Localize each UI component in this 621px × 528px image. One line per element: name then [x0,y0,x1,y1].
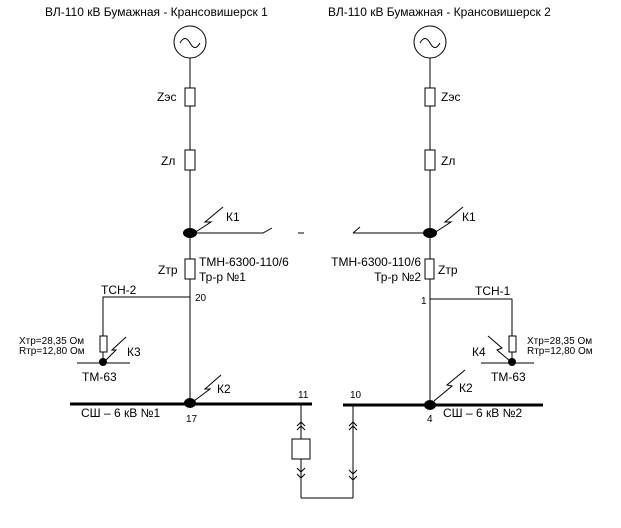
node-dot [184,398,196,408]
node-label: 1 [421,296,427,307]
node-label: 11 [298,390,309,401]
transformer-resistor [184,258,196,280]
bus-coupler [291,404,358,499]
node-label: 10 [350,390,362,401]
coupler-reactor [291,438,311,460]
generator-icon [413,25,447,59]
label-ztr: Zтр [438,263,458,277]
zes-resistor [184,87,196,107]
tsn-label: ТСН-1 [475,284,511,298]
node-label: 20 [195,293,207,304]
section-tie-line [190,226,430,234]
disconnector-icon [348,421,358,481]
transformer-number: Тр-р №1 [199,270,246,284]
fault-k1-icon [193,206,224,234]
tsn-resistor [508,335,517,353]
transformer-resistor [424,258,435,280]
xtr-label: Xтр=28,35 Ом [527,336,592,347]
fault-k3-icon [104,336,127,362]
transformer-number: Тр-р №2 [374,270,421,284]
title-line-1: ВЛ-110 кВ Бумажная - Кpансовишеpск 1 [45,5,268,19]
fault-k1-icon [433,206,464,234]
bus-label: СШ – 6 кВ №1 [81,406,160,420]
disconnector-icon [296,421,306,479]
fault-k4-icon [487,335,511,362]
node-dot [423,228,437,238]
label-k3: К3 [127,345,141,359]
tsn-label: ТСН-2 [101,283,137,297]
bus-label: СШ – 6 кВ №2 [443,406,522,420]
label-k1: К1 [226,210,240,224]
generator-icon [173,25,207,59]
zl-resistor [184,149,196,171]
zes-resistor [424,87,436,107]
label-k1: К1 [462,210,476,224]
transformer-label: ТМН-6300-110/6 [199,255,289,269]
node-dot [508,358,516,366]
transformer-label: ТМН-6300-110/6 [331,255,421,269]
label-zl: Zл [441,154,455,168]
title-line-2: ВЛ-110 кВ Бумажная - Кpансовишеpск 2 [328,5,551,19]
left-feeder: Zэс Zл К1 Zтр ТМН-6300-110/6 Тр-р №1 20 … [19,25,312,425]
node-dot [99,358,107,366]
node-label: 4 [427,414,433,425]
label-zes: Zэс [441,90,460,104]
label-k2: К2 [459,381,473,395]
node-dot [424,400,436,410]
fault-k2-icon [193,374,222,402]
fault-k2-icon [433,369,466,402]
xtr-label: Xтр=28,35 Ом [19,336,84,347]
label-k2: К2 [217,382,231,396]
label-zl: Zл [161,154,175,168]
right-feeder: Zэс Zл К1 Zтр ТМН-6300-110/6 Тр-р №2 1 Т… [331,25,593,425]
tm-label: ТМ-63 [82,370,117,384]
label-zes: Zэс [157,90,176,104]
tm-label: ТМ-63 [491,370,526,384]
rtr-label: Rтр=12,80 Ом [19,346,85,357]
label-k4: К4 [472,345,486,359]
tsn-resistor [99,335,108,353]
zl-resistor [424,149,436,171]
label-ztr: Zтр [158,263,178,277]
node-label: 17 [186,414,198,425]
rtr-label: Rтр=12,80 Ом [527,346,593,357]
